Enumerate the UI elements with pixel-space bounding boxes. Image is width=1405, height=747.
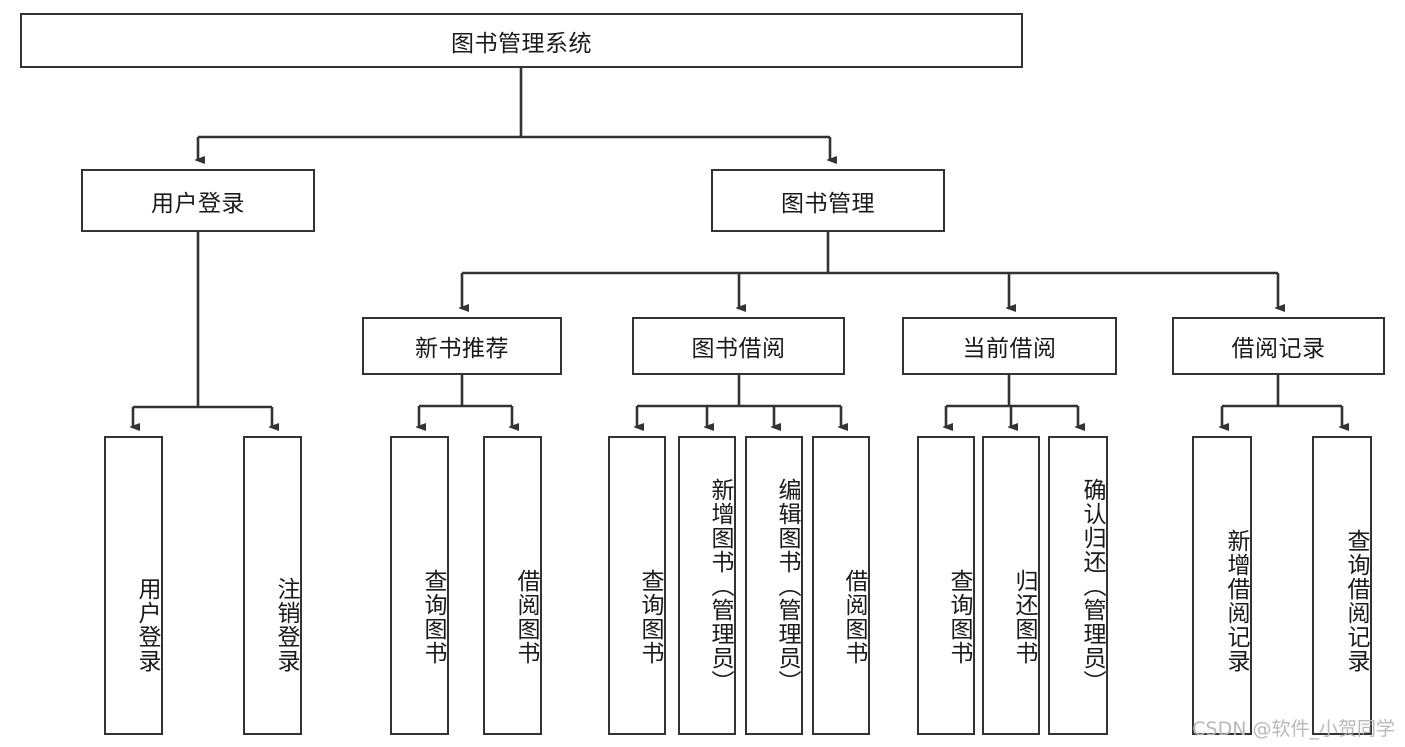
node-new-book-rec-label: 新书推荐	[415, 336, 509, 362]
node-cb-query-book[interactable]: 查询图书	[917, 436, 975, 735]
node-br-add-record-label: 新增借阅记录	[1223, 528, 1249, 673]
node-bb-query-book-label: 查询图书	[637, 568, 663, 665]
node-br-query-record[interactable]: 查询借阅记录	[1312, 436, 1372, 735]
node-book-manage[interactable]: 图书管理	[711, 169, 945, 232]
node-user-logout-label: 注销登录	[273, 577, 299, 673]
csdn-watermark: CSDN @软件_小贺同学	[1192, 718, 1395, 740]
node-bb-add-book[interactable]: 新增图书（管理员）	[678, 436, 736, 735]
node-current-borrow-label: 当前借阅	[962, 336, 1057, 362]
node-borrow-record-label: 借阅记录	[1231, 336, 1326, 362]
node-nbr-query-book[interactable]: 查询图书	[390, 436, 449, 735]
node-bb-borrow-book-label: 借阅图书	[841, 568, 867, 665]
node-nbr-borrow-book-label: 借阅图书	[513, 568, 539, 665]
node-cb-return-book-label: 归还图书	[1011, 568, 1037, 665]
node-cb-return-book[interactable]: 归还图书	[982, 436, 1040, 735]
node-root[interactable]: 图书管理系统	[20, 13, 1023, 68]
node-book-borrow-label: 图书借阅	[691, 336, 786, 362]
node-user-login-do[interactable]: 用户登录	[104, 436, 163, 735]
node-cb-confirm-return-label: 确认归还（管理员）	[1079, 477, 1105, 694]
node-bb-edit-book-label: 编辑图书（管理员）	[774, 477, 800, 694]
node-root-label: 图书管理系统	[451, 30, 592, 57]
node-borrow-record[interactable]: 借阅记录	[1172, 317, 1385, 375]
node-cb-query-book-label: 查询图书	[946, 568, 972, 665]
node-new-book-rec[interactable]: 新书推荐	[362, 317, 562, 375]
node-user-login[interactable]: 用户登录	[81, 169, 315, 232]
node-user-logout[interactable]: 注销登录	[243, 436, 302, 735]
node-cb-confirm-return[interactable]: 确认归还（管理员）	[1048, 436, 1108, 735]
node-br-query-record-label: 查询借阅记录	[1343, 528, 1369, 673]
node-bb-borrow-book[interactable]: 借阅图书	[812, 436, 870, 735]
node-user-login-do-label: 用户登录	[134, 577, 160, 673]
node-current-borrow[interactable]: 当前借阅	[902, 317, 1117, 375]
node-nbr-query-book-label: 查询图书	[420, 568, 446, 665]
node-nbr-borrow-book[interactable]: 借阅图书	[483, 436, 542, 735]
node-book-manage-label: 图书管理	[781, 190, 875, 217]
node-book-borrow[interactable]: 图书借阅	[632, 317, 845, 375]
node-user-login-label: 用户登录	[151, 190, 245, 217]
node-bb-query-book[interactable]: 查询图书	[608, 436, 666, 735]
node-br-add-record[interactable]: 新增借阅记录	[1192, 436, 1252, 735]
node-bb-add-book-label: 新增图书（管理员）	[707, 477, 733, 694]
node-bb-edit-book[interactable]: 编辑图书（管理员）	[745, 436, 803, 735]
